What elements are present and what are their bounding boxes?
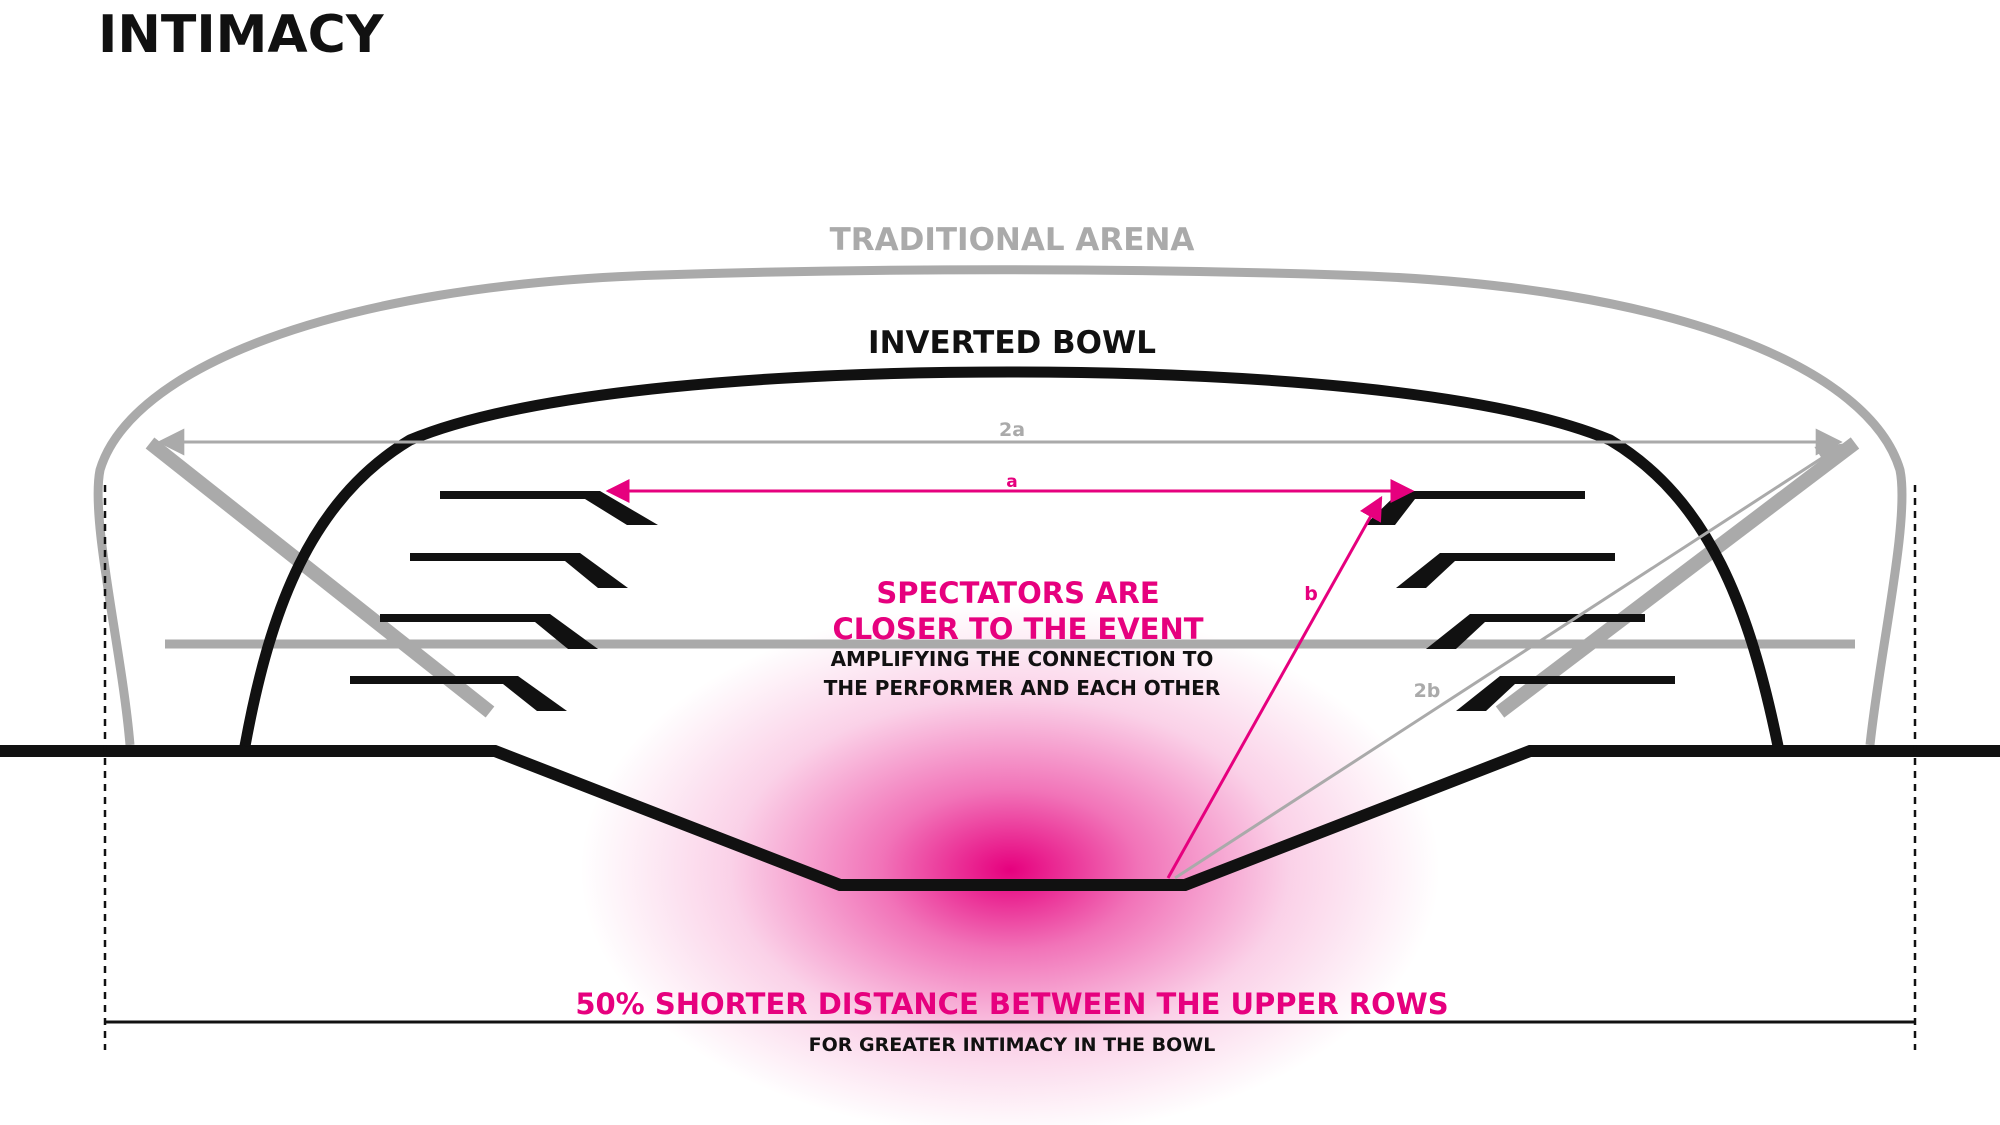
bottom-headline: 50% SHORTER DISTANCE BETWEEN THE UPPER R… xyxy=(575,987,1448,1021)
traditional-arena-roof xyxy=(93,265,1907,746)
center-headline-line2: CLOSER TO THE EVENT xyxy=(832,612,1203,646)
traditional-arena-shape xyxy=(93,265,1907,746)
balcony-left-2 xyxy=(410,553,628,588)
ground-and-bowl xyxy=(0,745,2000,891)
right-balconies xyxy=(1365,491,1675,711)
balcony-left-1 xyxy=(440,491,658,525)
traditional-arena-label: TRADITIONAL ARENA xyxy=(830,222,1195,258)
balcony-right-4 xyxy=(1456,676,1675,711)
bottom-subline: FOR GREATER INTIMACY IN THE BOWL xyxy=(809,1034,1216,1056)
center-headline-line1: SPECTATORS ARE xyxy=(876,576,1159,610)
traditional-arena-left-tier xyxy=(145,437,495,718)
inverted-bowl-label: INVERTED BOWL xyxy=(868,325,1156,361)
event-glow xyxy=(580,600,1440,1125)
balcony-right-2 xyxy=(1396,553,1615,588)
dimension-b-line xyxy=(1166,495,1383,879)
bottom-dimension xyxy=(103,485,1917,1050)
dimension-2a-label: 2a xyxy=(999,419,1025,441)
page-title: INTIMACY xyxy=(98,5,385,65)
center-subtext-line1: AMPLIFYING THE CONNECTION TO xyxy=(831,647,1214,671)
center-subtext-line2: THE PERFORMER AND EACH OTHER xyxy=(824,676,1220,700)
balcony-right-3 xyxy=(1426,614,1645,649)
dimension-2b-line xyxy=(1174,443,1845,880)
dimension-a-label: a xyxy=(1006,472,1017,492)
dimension-b-label: b xyxy=(1304,583,1318,605)
balcony-left-4 xyxy=(350,676,567,711)
dimension-2b-label: 2b xyxy=(1414,680,1441,702)
traditional-arena-right-tier xyxy=(1495,437,1860,718)
balcony-left-3 xyxy=(380,614,598,649)
left-balconies xyxy=(350,491,658,711)
balcony-right-1 xyxy=(1365,491,1585,525)
inverted-bowl-roof xyxy=(239,366,1784,748)
